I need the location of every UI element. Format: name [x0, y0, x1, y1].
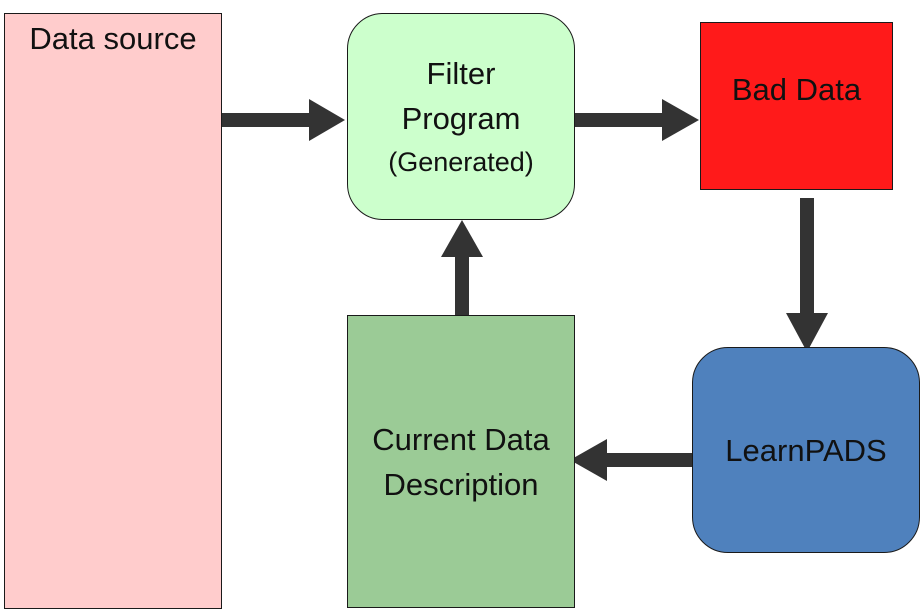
learnpads-box: LearnPADS — [692, 347, 920, 553]
arrow-learnpads-to-description — [570, 439, 693, 481]
current-data-description-box: Current Data Description — [347, 315, 575, 608]
filter-program-line1: Filter — [426, 55, 496, 91]
arrow-baddata-to-learnpads — [786, 198, 828, 352]
data-source-label: Data source — [29, 21, 197, 56]
filter-program-box: Filter Program (Generated) — [347, 13, 575, 220]
data-source-box: Data source — [4, 13, 222, 609]
filter-program-line3: (Generated) — [388, 146, 534, 177]
bad-data-label: Bad Data — [731, 72, 862, 107]
current-description-line1: Current Data — [372, 421, 550, 457]
bad-data-box: Bad Data — [700, 22, 893, 190]
learnpads-label: LearnPADS — [725, 432, 887, 468]
arrow-filter-to-baddata — [575, 99, 699, 141]
arrow-datasource-to-filter — [222, 99, 345, 141]
current-description-line2: Description — [383, 466, 539, 502]
arrow-description-to-filter — [441, 220, 483, 315]
filter-program-line2: Program — [401, 100, 521, 136]
